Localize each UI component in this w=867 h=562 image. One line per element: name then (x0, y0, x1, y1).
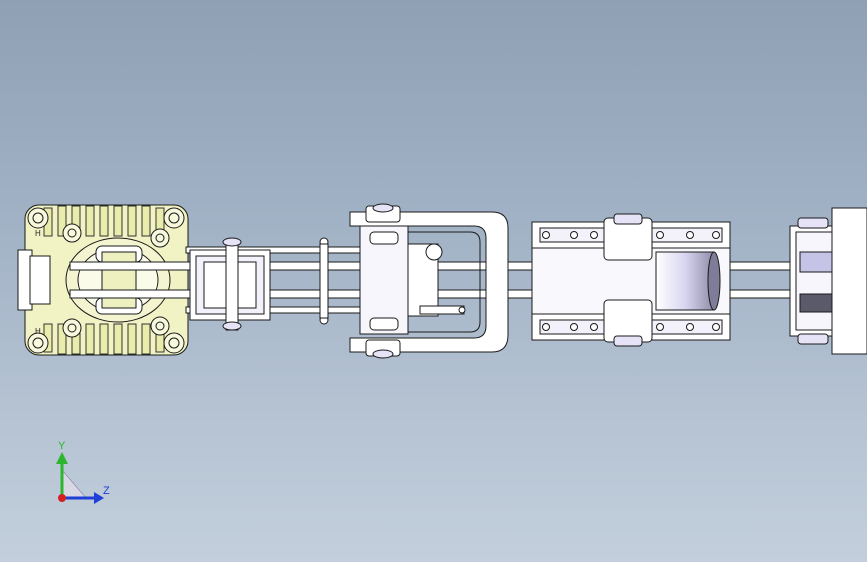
y-axis-label: Y (58, 440, 66, 452)
housing-marking-top: H (35, 229, 41, 238)
forearm-carriage[interactable] (531, 213, 731, 347)
shoulder-joint[interactable] (189, 237, 329, 331)
y-axis-head (56, 452, 68, 464)
elbow-yoke[interactable] (349, 203, 509, 359)
motor-housing[interactable] (17, 204, 189, 356)
x-axis-point (58, 494, 66, 502)
triad-plane (61, 469, 87, 499)
z-axis-head (94, 492, 104, 504)
housing-marking-bottom: H (35, 327, 41, 336)
z-axis-label: Z (103, 485, 110, 497)
end-effector[interactable] (789, 207, 867, 355)
